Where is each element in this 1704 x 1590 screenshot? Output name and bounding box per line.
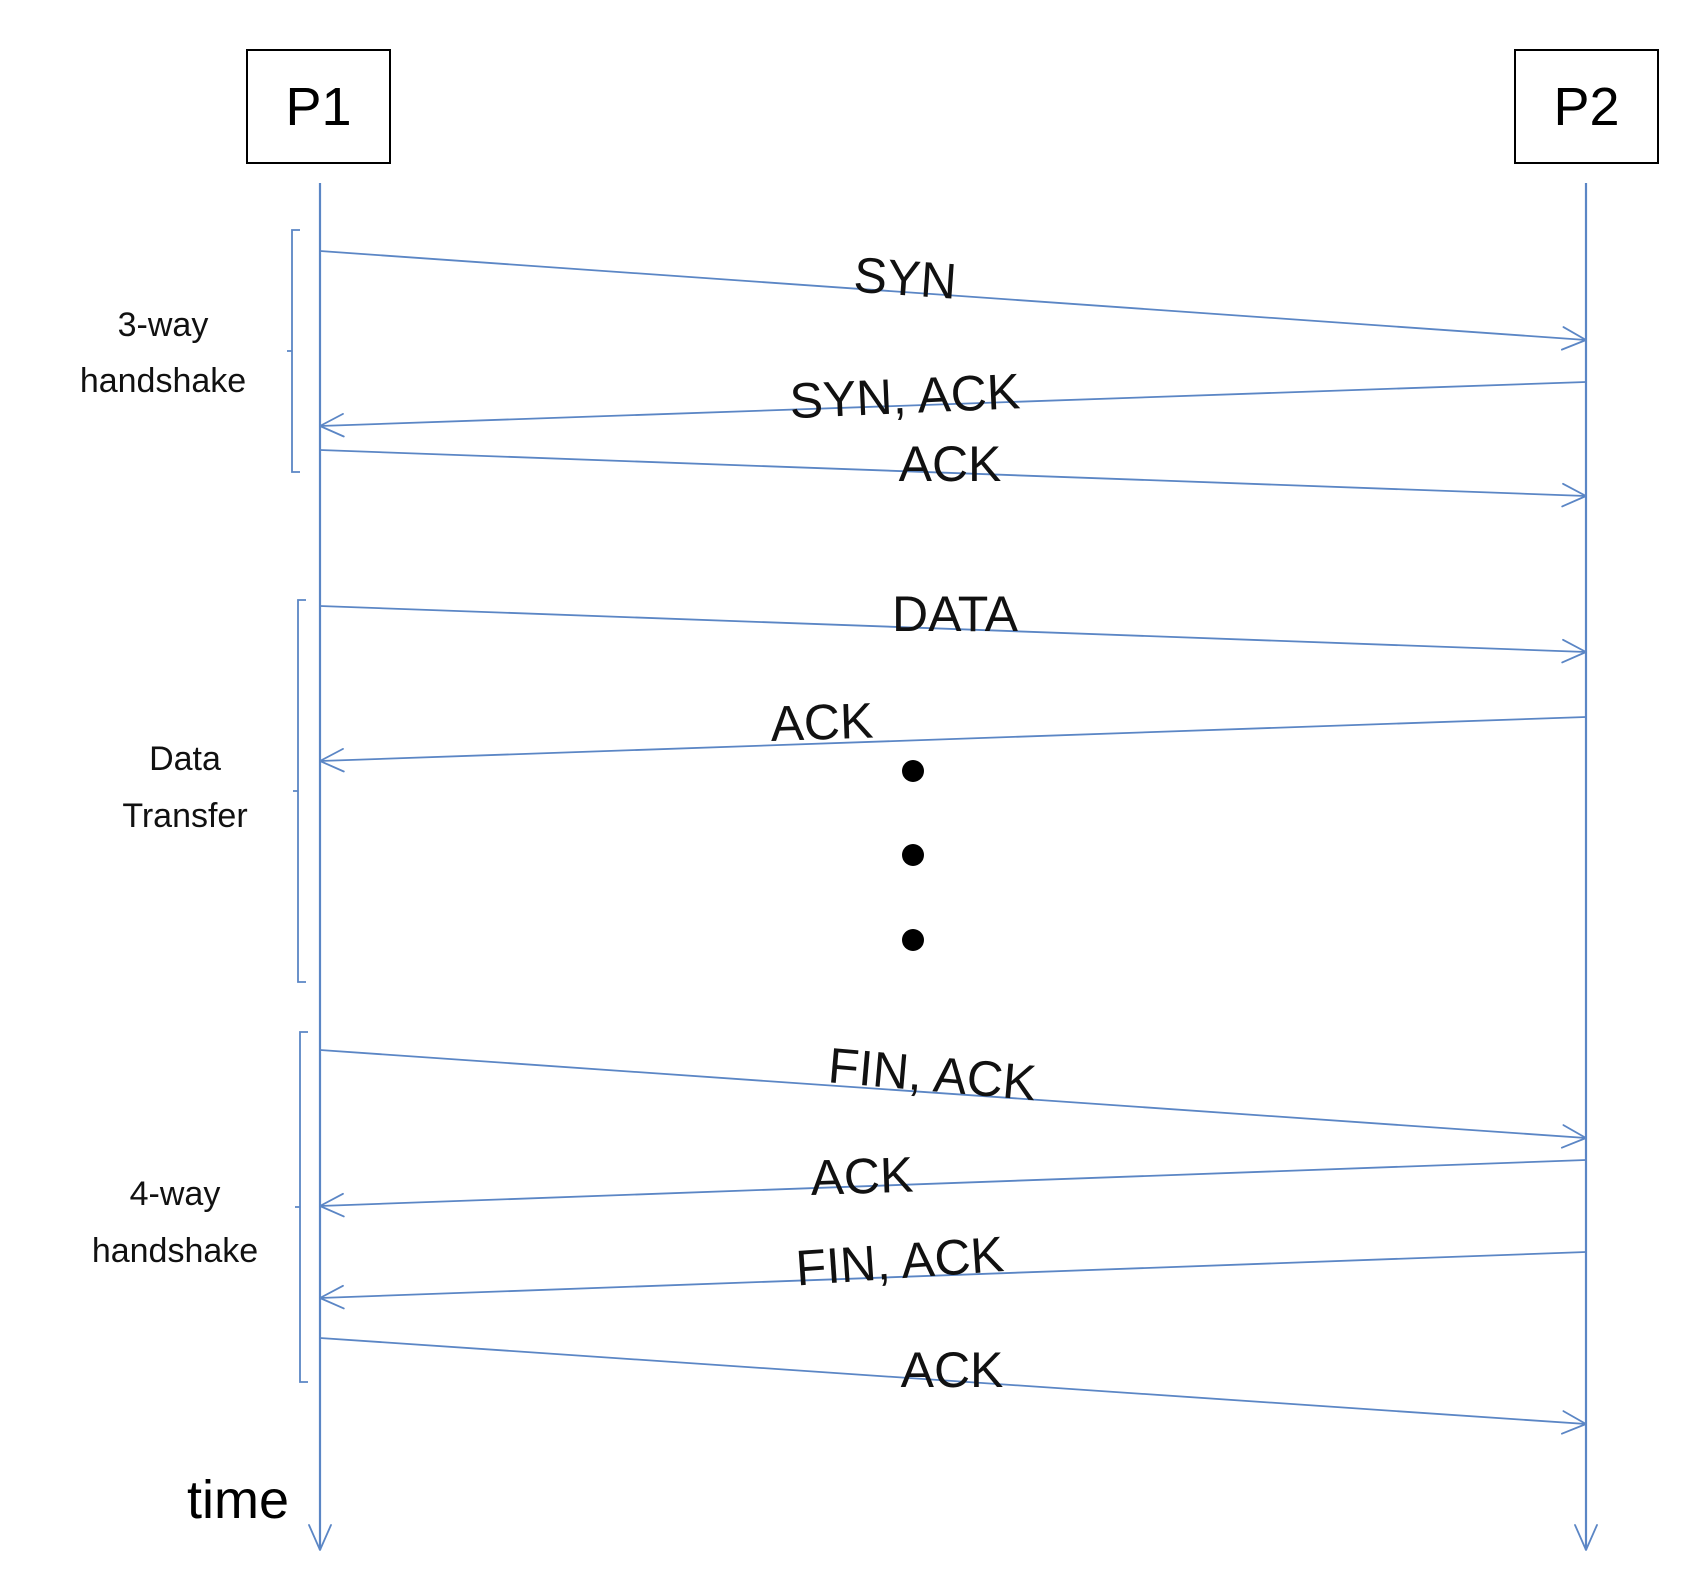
phase-four-way-line-2: handshake xyxy=(92,1232,258,1270)
phase-data-transfer: Data Transfer xyxy=(122,599,306,983)
message-3-arrowhead xyxy=(1561,482,1587,508)
message-5-label: ACK xyxy=(770,692,875,752)
message-2: SYN, ACK xyxy=(319,363,1587,438)
phase-four-way-bracket xyxy=(295,1031,308,1383)
phase-three-way-line-1: 3-way xyxy=(118,306,209,344)
message-8-arrowhead xyxy=(319,1284,345,1310)
phase-three-way-line-2: handshake xyxy=(80,362,246,400)
phase-data-transfer-line-1: Data xyxy=(149,740,221,778)
participant-p2: P2 xyxy=(1514,49,1659,164)
message-1-arrowhead xyxy=(1560,326,1587,351)
message-8: FIN, ACK xyxy=(319,1226,1587,1310)
message-7-label: ACK xyxy=(810,1146,915,1206)
participant-p1-box xyxy=(246,49,391,164)
ellipsis-dot-1 xyxy=(902,760,924,782)
message-7-line xyxy=(319,1159,1587,1207)
phase-three-way-bracket xyxy=(287,229,300,473)
participant-p2-label: P2 xyxy=(1553,77,1619,137)
participant-p1: P1 xyxy=(246,49,391,164)
message-9-arrowhead xyxy=(1560,1410,1587,1435)
message-5-arrowhead xyxy=(319,747,345,773)
message-6: FIN, ACK xyxy=(319,1037,1587,1149)
participant-p1-label: P1 xyxy=(285,77,351,137)
phase-four-way: 4-way handshake xyxy=(92,1031,308,1383)
message-1-label: SYN xyxy=(852,247,958,310)
lifeline-p1-arrowhead xyxy=(308,1524,332,1551)
message-2-line xyxy=(319,381,1587,427)
message-5-line xyxy=(319,716,1587,762)
participant-p2-box xyxy=(1514,49,1659,164)
message-4-line xyxy=(319,605,1587,653)
time-label: time xyxy=(187,1470,289,1530)
messages-group: SYN SYN, ACK ACK DATA ACK FIN, ACK ACK FIN, ACK… xyxy=(319,247,1587,1435)
message-7-arrowhead xyxy=(319,1192,345,1218)
ellipsis-dots xyxy=(902,760,924,951)
message-6-label: FIN, ACK xyxy=(826,1037,1038,1111)
message-1-line xyxy=(319,250,1587,341)
message-3-label: ACK xyxy=(899,436,1002,492)
message-8-label: FIN, ACK xyxy=(794,1226,1006,1296)
lifeline-p1 xyxy=(308,183,332,1551)
message-3-line xyxy=(319,449,1587,497)
lifeline-p2-arrowhead xyxy=(1574,1524,1598,1551)
phase-four-way-line-1: 4-way xyxy=(130,1175,221,1213)
message-4: DATA xyxy=(319,586,1587,664)
message-9-label: ACK xyxy=(901,1342,1004,1398)
message-4-arrowhead xyxy=(1561,638,1587,664)
message-7: ACK xyxy=(319,1146,1587,1218)
message-4-label: DATA xyxy=(892,586,1019,642)
message-2-label: SYN, ACK xyxy=(788,363,1021,429)
message-8-line xyxy=(319,1251,1587,1299)
message-9-line xyxy=(319,1337,1587,1425)
message-6-arrowhead xyxy=(1560,1124,1587,1149)
ellipsis-dot-2 xyxy=(902,844,924,866)
message-1: SYN xyxy=(319,247,1587,351)
message-2-arrowhead xyxy=(319,412,345,438)
message-6-line xyxy=(319,1049,1587,1139)
phase-three-way: 3-way handshake xyxy=(80,229,300,473)
message-9: ACK xyxy=(319,1337,1587,1435)
message-3: ACK xyxy=(319,436,1587,508)
phase-data-transfer-line-2: Transfer xyxy=(122,797,247,835)
lifeline-p2 xyxy=(1574,183,1598,1551)
message-5: ACK xyxy=(319,692,1587,773)
ellipsis-dot-3 xyxy=(902,929,924,951)
phase-data-transfer-bracket xyxy=(293,599,306,983)
